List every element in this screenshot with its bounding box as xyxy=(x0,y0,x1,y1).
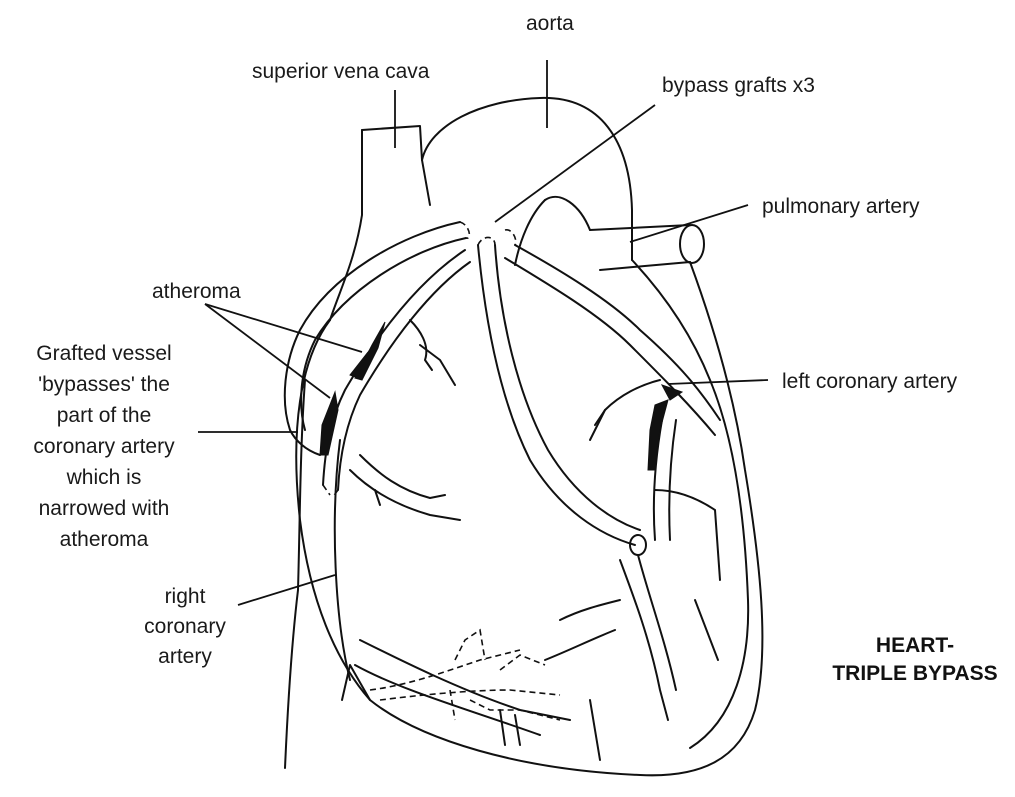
right-coronary-line-1: right xyxy=(130,582,240,612)
aorta-shape xyxy=(422,98,632,260)
leader-lines xyxy=(198,60,768,605)
grafted-vessel-line-1: Grafted vessel xyxy=(6,338,202,369)
grafted-vessel-line-6: narrowed with xyxy=(6,493,202,524)
left-coronary-artery-shape xyxy=(505,245,720,660)
label-left-coronary-artery: left coronary artery xyxy=(782,368,957,395)
graft-stubs xyxy=(323,222,516,498)
label-right-coronary-artery: right coronary artery xyxy=(130,582,240,672)
label-grafted-vessel: Grafted vessel 'bypasses' the part of th… xyxy=(6,338,202,555)
right-coronary-artery-shape xyxy=(323,250,570,745)
superior-vena-cava-shape xyxy=(285,126,430,768)
grafted-vessel-line-5: which is xyxy=(6,462,202,493)
grafted-vessel-line-3: part of the xyxy=(6,400,202,431)
grafted-vessel-line-7: atheroma xyxy=(6,524,202,555)
label-aorta: aorta xyxy=(526,10,574,37)
title-line-2: TRIPLE BYPASS xyxy=(825,660,1005,688)
atheroma-marks xyxy=(320,322,682,470)
label-superior-vena-cava: superior vena cava xyxy=(252,58,429,85)
right-coronary-line-2: coronary xyxy=(130,612,240,642)
heart-outline xyxy=(296,260,762,775)
grafted-vessel-line-2: 'bypasses' the xyxy=(6,369,202,400)
diagram-title: HEART- TRIPLE BYPASS xyxy=(825,632,1005,688)
right-coronary-line-3: artery xyxy=(130,642,240,672)
label-bypass-grafts: bypass grafts x3 xyxy=(662,72,815,99)
graft-vessel-center xyxy=(478,245,676,760)
hidden-vessels xyxy=(370,630,560,720)
grafted-vessel-line-4: coronary artery xyxy=(6,431,202,462)
label-atheroma: atheroma xyxy=(152,278,241,305)
label-pulmonary-artery: pulmonary artery xyxy=(762,193,920,220)
title-line-1: HEART- xyxy=(825,632,1005,660)
pulmonary-artery-shape xyxy=(515,200,704,270)
